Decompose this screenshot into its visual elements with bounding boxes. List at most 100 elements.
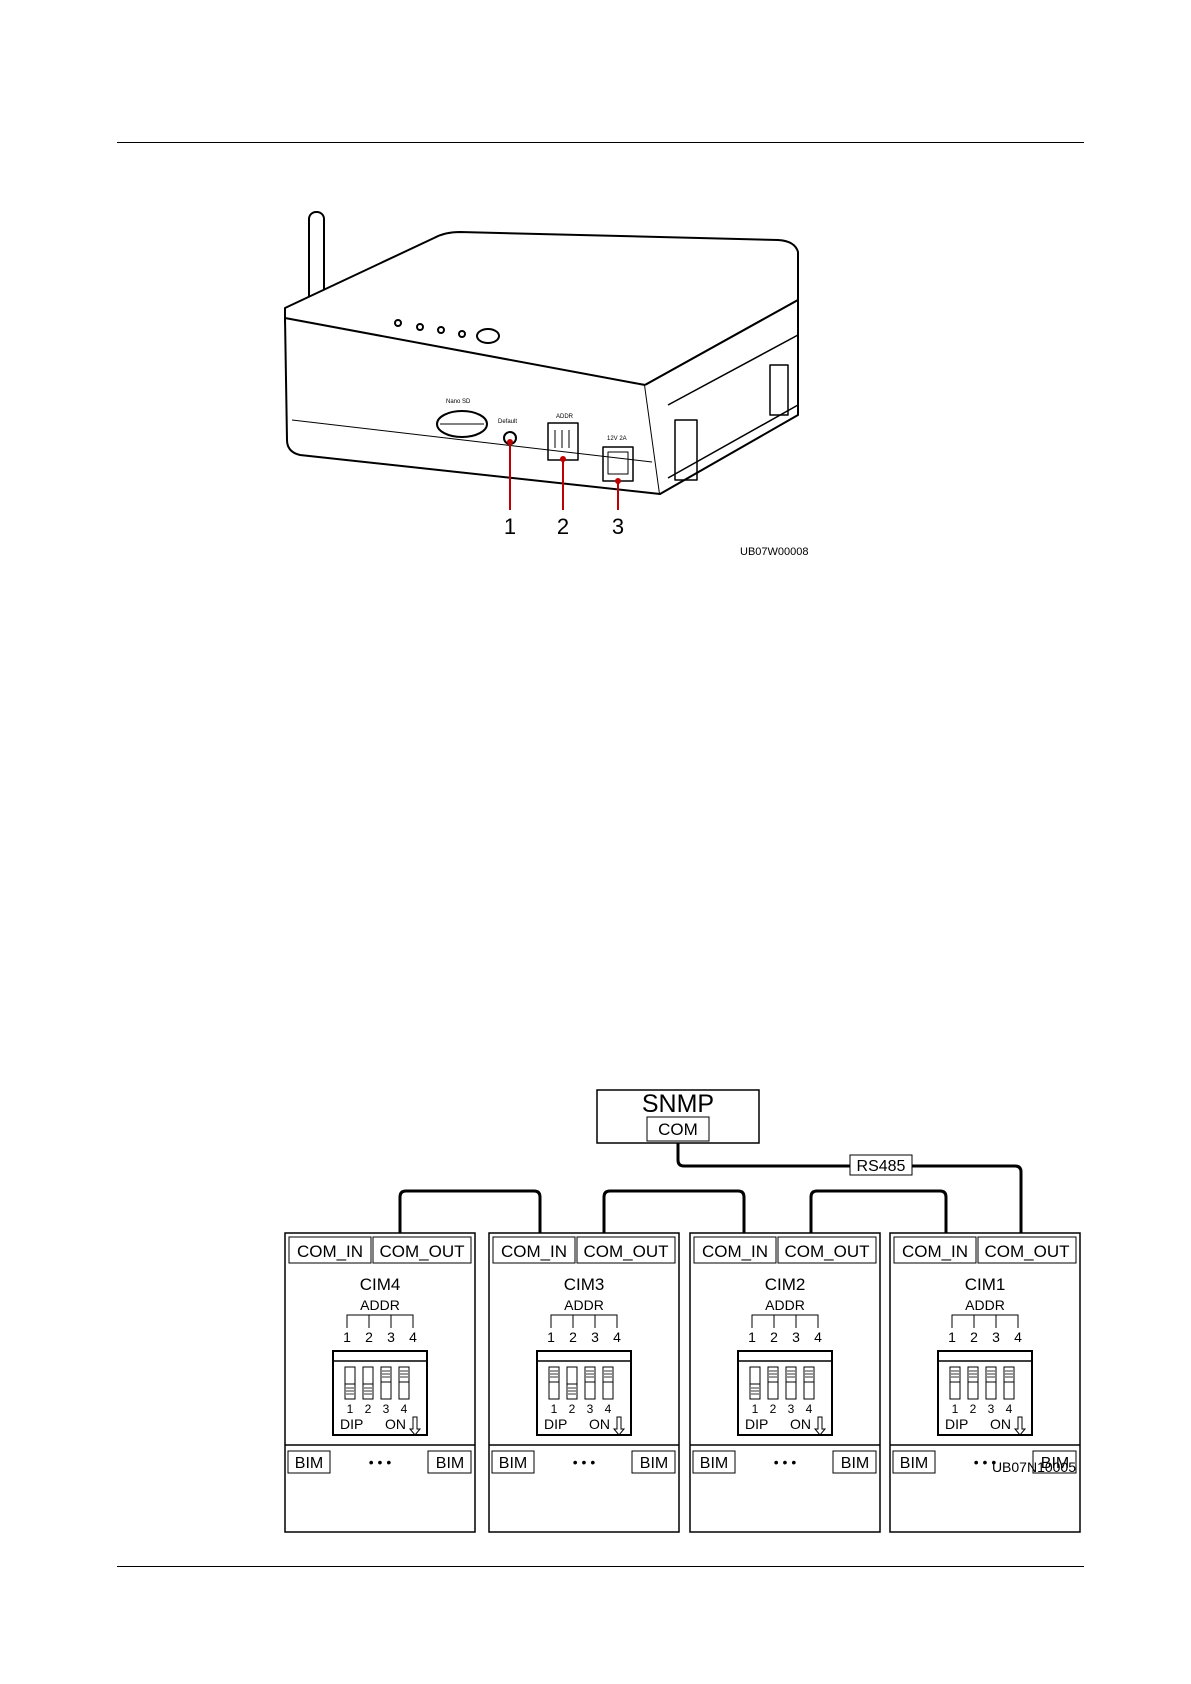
rs485-cables [398,1143,1023,1240]
bim-left-label: BIM [900,1455,928,1472]
addr-bit-label: 2 [569,1329,577,1345]
switch-number: 1 [551,1402,558,1416]
dip-label: DIP [745,1416,768,1432]
switch-number: 2 [569,1402,576,1416]
bim-left-label: BIM [700,1455,728,1472]
bim-right [427,1450,472,1474]
addr-label: ADDR [765,1297,805,1313]
bim-left-label: BIM [499,1455,527,1472]
bim-left [491,1450,535,1474]
dip-toggle [548,1366,560,1400]
addr-bit-label: 1 [343,1329,351,1345]
on-label: ON [790,1416,811,1432]
bim-right [1032,1450,1077,1474]
snmp-title: SNMP [642,1090,714,1118]
footer-rule [117,1566,1084,1567]
com-in-port [492,1236,576,1264]
com-out-label: COM_OUT [985,1242,1070,1261]
dip-toggle [985,1366,997,1400]
bim-left [287,1450,331,1474]
com-in-label: COM_IN [501,1242,567,1261]
addr-label: ADDR [556,414,574,420]
figure-id: UB07W00008 [740,546,809,558]
dip-toggle [749,1366,761,1400]
addr-bit-label: 1 [547,1329,555,1345]
snmp-com-label: COM [658,1120,698,1139]
switch-number: 3 [383,1402,390,1416]
sim-slot-label: Nano SD [446,399,471,405]
addr-bit-label: 4 [814,1329,822,1345]
dip-label: DIP [340,1416,363,1432]
com-out-port [576,1236,676,1264]
cim-name: CIM3 [564,1275,605,1294]
snmp-com-port [646,1116,710,1142]
dip-toggle [380,1366,392,1400]
switch-number: 3 [988,1402,995,1416]
com-out-label: COM_OUT [785,1242,870,1261]
cim-name: CIM1 [965,1275,1006,1294]
on-label: ON [990,1416,1011,1432]
addr-bit-label: 4 [1014,1329,1022,1345]
arrow-down-icon [1013,1416,1027,1436]
switch-number: 1 [952,1402,959,1416]
switch-number: 2 [365,1402,372,1416]
bim-ellipsis: • • • [974,1454,997,1470]
addr-bit-label: 1 [748,1329,756,1345]
addr-bit-label: 1 [948,1329,956,1345]
bim-right [631,1450,676,1474]
com-out-label: COM_OUT [584,1242,669,1261]
bim-ellipsis: • • • [369,1454,392,1470]
dip-toggle [949,1366,961,1400]
com-in-port [893,1236,977,1264]
device-side-face [644,299,799,495]
dip-label: DIP [544,1416,567,1432]
bim-left [692,1450,736,1474]
switch-number: 4 [401,1402,408,1416]
dip-toggle [344,1366,356,1400]
dip-toggle [785,1366,797,1400]
addr-bit-label: 3 [591,1329,599,1345]
com-out-port [977,1236,1077,1264]
bim-ellipsis: • • • [573,1454,596,1470]
dip-toggle [566,1366,578,1400]
dip-toggle [967,1366,979,1400]
addr-bit-label: 3 [387,1329,395,1345]
switch-number: 2 [770,1402,777,1416]
addr-bit-label: 3 [792,1329,800,1345]
header-rule [117,142,1084,143]
bim-right-label: BIM [841,1455,869,1472]
com-in-label: COM_IN [902,1242,968,1261]
power-label: 12V 2A [607,436,627,442]
addr-bit-label: 4 [613,1329,621,1345]
logo-badge [476,328,500,344]
dip-toggle [362,1366,374,1400]
bim-right-label: BIM [1041,1455,1069,1472]
cim-name: CIM4 [360,1275,401,1294]
switch-number: 2 [970,1402,977,1416]
callout-1: 1 [504,514,516,539]
bim-right [832,1450,877,1474]
dip-toggle [584,1366,596,1400]
bim-right-label: BIM [436,1455,464,1472]
bim-left-label: BIM [295,1455,323,1472]
on-label: ON [589,1416,610,1432]
device-figure: Nano SD Default ADDR 12V 2A 1 2 3 UB07W0… [284,211,809,558]
switch-number: 3 [788,1402,795,1416]
arrow-down-icon [813,1416,827,1436]
addr-bit-label: 3 [992,1329,1000,1345]
bus-label: RS485 [857,1158,906,1175]
com-in-label: COM_IN [297,1242,363,1261]
com-in-port [693,1236,777,1264]
dip-toggle [803,1366,815,1400]
on-label: ON [385,1416,406,1432]
bim-ellipsis: • • • [774,1454,797,1470]
dip-toggle [398,1366,410,1400]
switch-number: 1 [752,1402,759,1416]
switch-number: 3 [587,1402,594,1416]
